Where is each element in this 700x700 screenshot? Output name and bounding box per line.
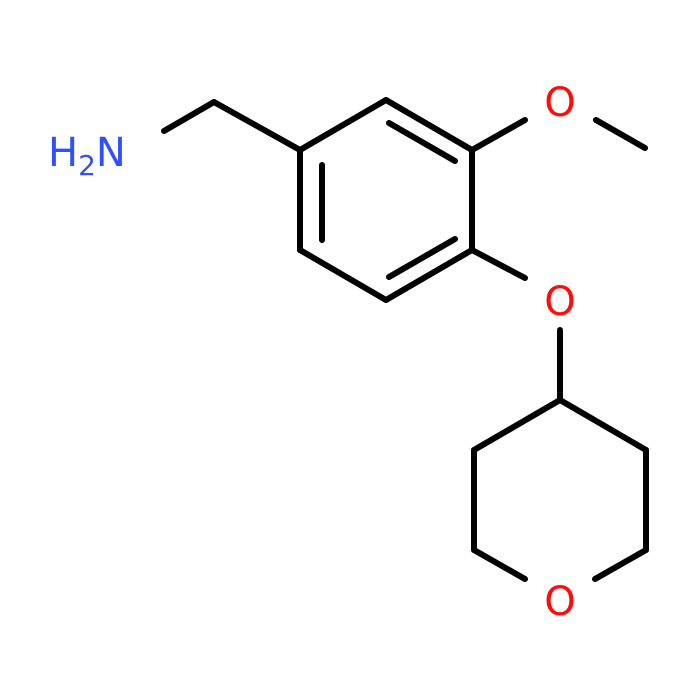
bond-ring-c5-c6 bbox=[297, 247, 389, 303]
ring-oxygen-label: O bbox=[544, 579, 575, 625]
bond-thp-o-c6 bbox=[471, 547, 528, 582]
bond-ch2-ring bbox=[211, 99, 303, 153]
bond-thp-c5-c4 bbox=[471, 397, 563, 453]
bond-ring-methoxy-o bbox=[469, 117, 528, 153]
ether-oxygen-label: O bbox=[544, 279, 575, 325]
bond-ring-c1-c2 bbox=[297, 97, 389, 153]
bond-ring-c2-c3 bbox=[383, 97, 475, 153]
amine-label: H2N bbox=[48, 130, 126, 182]
bond-thp-c2-o bbox=[592, 547, 649, 582]
bond-aromatic-inner-top bbox=[386, 120, 458, 164]
bond-methoxy-o-ch3 bbox=[593, 117, 648, 151]
methoxy-oxygen-label: O bbox=[544, 80, 575, 126]
bond-ch2-n bbox=[161, 99, 217, 134]
bond-thp-c4-c3 bbox=[557, 397, 649, 453]
bond-ring-c4-c5 bbox=[383, 247, 475, 303]
bond-ring-ether-o bbox=[469, 247, 528, 281]
bond-aromatic-inner-bottom bbox=[386, 236, 458, 280]
